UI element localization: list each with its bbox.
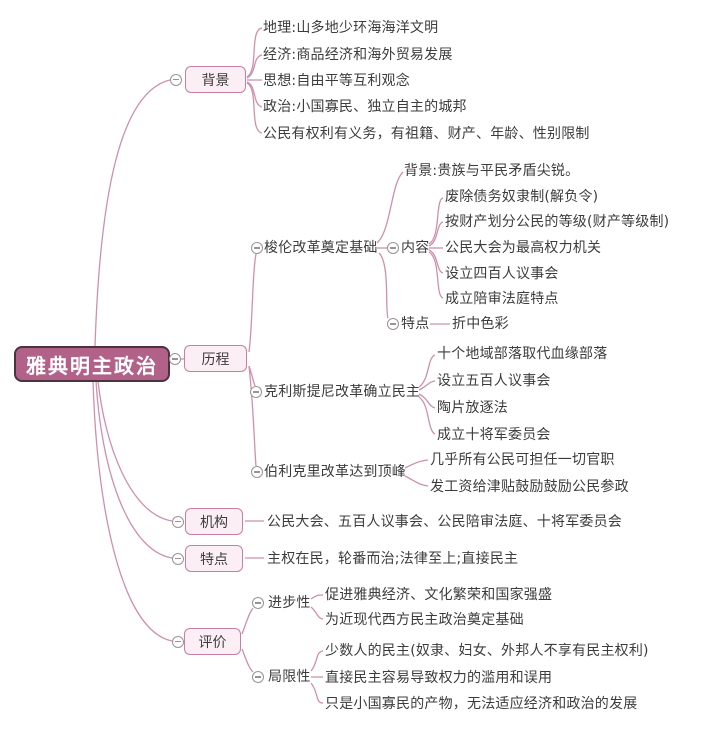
collapse-icon-cleisthenes[interactable] (250, 386, 262, 398)
branch-organs[interactable]: 机构 (185, 508, 243, 535)
node-minority-democracy[interactable]: 少数人的民主(奴隶、妇女、外邦人不享有民主权利) (325, 642, 649, 659)
node-solon-background[interactable]: 背景:贵族与平民矛盾尖锐。 (404, 162, 580, 179)
node-promote-prosperity[interactable]: 促进雅典经济、文化繁荣和国家强盛 (325, 587, 553, 603)
node-solon-content[interactable]: 内容 (401, 240, 430, 256)
collapse-icon-solon-trait[interactable] (387, 318, 399, 330)
solon-connectors (376, 171, 404, 319)
node-economy[interactable]: 经济:商品经济和海外贸易发展 (263, 46, 453, 63)
node-council-500[interactable]: 设立五百人议事会 (437, 373, 551, 389)
branch-evaluation-label: 评价 (198, 634, 227, 651)
limit-connectors (310, 650, 324, 704)
branch-evaluation[interactable]: 评价 (184, 628, 241, 655)
node-organs-list[interactable]: 公民大会、五百人议事会、公民陪审法庭、十将军委员会 (267, 513, 622, 530)
node-small-state-product[interactable]: 只是小国寡民的产物，无法适应经济和政治的发展 (325, 696, 638, 712)
pericles-connectors (404, 459, 429, 487)
node-compromise[interactable]: 折中色彩 (452, 316, 509, 332)
collapse-icon-process[interactable] (169, 353, 181, 365)
node-property-classes[interactable]: 按财产划分公民的等级(财产等级制) (445, 214, 670, 230)
node-progressiveness[interactable]: 进步性 (268, 595, 311, 611)
node-citizen-assembly[interactable]: 公民大会为最高权力机关 (445, 240, 602, 256)
node-jury-court[interactable]: 成立陪审法庭特点 (445, 290, 559, 307)
collapse-icon-pericles[interactable] (251, 466, 263, 478)
root-connectors (92, 79, 184, 642)
node-solon-reform[interactable]: 梭伦改革奠定基础 (264, 240, 378, 256)
collapse-icon-organs[interactable] (172, 515, 184, 528)
node-geography[interactable]: 地理:山多地少环海海洋文明 (263, 20, 439, 36)
collapse-icon-background[interactable] (170, 73, 182, 86)
node-all-offices[interactable]: 几乎所有公民可担任一切官职 (430, 451, 615, 468)
collapse-icon-progress[interactable] (252, 597, 264, 609)
process-connectors (248, 253, 257, 467)
node-features-list[interactable]: 主权在民，轮番而治;法律至上;直接民主 (267, 550, 519, 567)
root-node-label: 雅典明主政治 (26, 353, 158, 378)
node-solon-trait[interactable]: 特点 (401, 316, 430, 332)
node-council-400[interactable]: 设立四百人议事会 (445, 265, 559, 282)
branch-process[interactable]: 历程 (184, 345, 247, 372)
background-connectors (246, 27, 263, 134)
node-citizen-rights[interactable]: 公民有权利有义务，有祖籍、财产、年龄、性别限制 (263, 125, 590, 142)
evaluation-connectors (241, 607, 254, 673)
collapse-icon-evaluation[interactable] (172, 635, 184, 648)
collapse-icon-features[interactable] (172, 552, 184, 565)
node-power-abuse[interactable]: 直接民主容易导致权力的滥用和误用 (325, 669, 553, 686)
node-foundation-west[interactable]: 为近现代西方民主政治奠定基础 (325, 611, 524, 628)
collapse-icon-limits[interactable] (252, 671, 264, 683)
node-cleisthenes-reform[interactable]: 克利斯提尼改革确立民主 (264, 384, 421, 400)
node-politics[interactable]: 政治:小国寡民、独立自主的城邦 (263, 99, 467, 115)
node-pericles-reform[interactable]: 伯利克里改革达到顶峰 (264, 464, 406, 480)
node-salary-subsidy[interactable]: 发工资给津贴鼓励鼓励公民参政 (430, 478, 629, 495)
node-thought[interactable]: 思想:自由平等互利观念 (263, 72, 410, 89)
root-node[interactable]: 雅典明主政治 (14, 346, 170, 382)
branch-process-label: 历程 (201, 351, 230, 368)
node-tribal-districts[interactable]: 十个地域部落取代血缘部落 (437, 346, 608, 362)
branch-features-label: 特点 (200, 551, 228, 568)
progress-connectors (310, 594, 324, 620)
node-ostracism[interactable]: 陶片放逐法 (437, 400, 508, 416)
collapse-icon-content[interactable] (387, 242, 399, 254)
cleisthenes-connectors (418, 354, 436, 435)
node-ten-generals[interactable]: 成立十将军委员会 (437, 426, 551, 443)
branch-organs-label: 机构 (200, 514, 228, 531)
node-limitations[interactable]: 局限性 (268, 669, 311, 685)
branch-background[interactable]: 背景 (185, 66, 246, 93)
collapse-icon-solon[interactable] (251, 242, 263, 254)
branch-background-label: 背景 (201, 72, 230, 89)
branch-features[interactable]: 特点 (185, 545, 243, 572)
content-connectors (428, 197, 444, 299)
node-abolish-debt-slavery[interactable]: 废除债务奴隶制(解负令) (445, 189, 599, 205)
